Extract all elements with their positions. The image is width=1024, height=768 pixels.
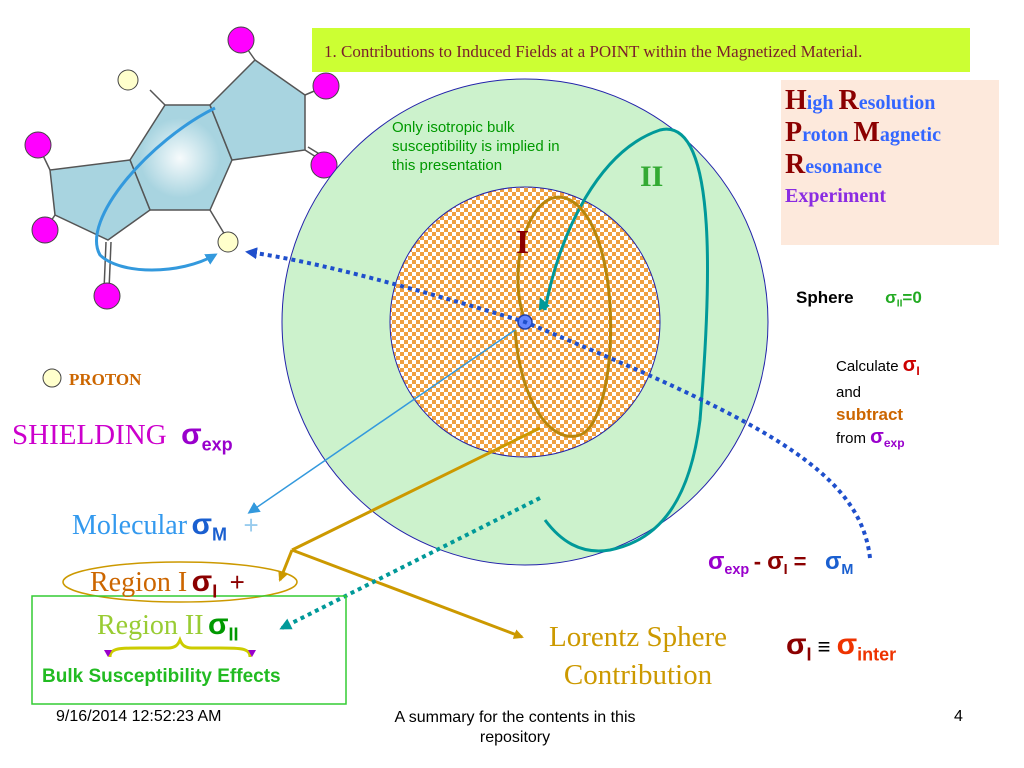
molecular-word: Molecular [72,510,188,541]
sphere-label: Sphere [796,288,854,307]
hrpmr-cap: H [785,85,807,116]
hrpmr-box: High Resolution Proton Magnetic Resonanc… [781,80,999,245]
sigma-symbol: σ [836,628,858,661]
page-number: 4 [954,708,963,725]
sigma-subscript: inter [857,644,897,665]
molecular-term: Molecular σM + [72,508,259,545]
sigma-symbol: σ [191,508,213,541]
equation-equivalence: σI ≡ σinter [786,628,896,665]
footer-summary-line: repository [479,729,551,746]
sigma-symbol: σ [181,418,202,451]
region-label-1: I [516,224,530,261]
sigma-subscript: I [212,581,218,602]
sigma-symbol: σ [207,608,229,641]
subtract-word: subtract [836,405,904,425]
shielding-label: SHIELDING σexp [12,418,233,455]
hrpmr-cap: P [785,117,803,148]
sigma-subscript: exp [201,434,233,455]
sigma-subscript: M [212,524,228,545]
hrpmr-line-1: High Resolution [785,86,999,118]
molecule-icon [24,26,340,310]
sigma-symbol: σ [786,628,807,661]
note-line: this presentation [392,157,503,174]
hrpmr-line-3: Resonance [785,150,999,182]
sigma-subscript: I [916,364,920,379]
sigma-symbol: σ [824,548,842,575]
footer-summary: A summary for the contents in this repos… [350,708,680,748]
shielding-word: SHIELDING [12,419,167,451]
plus-sign: + [243,510,259,540]
from-word: from [836,430,866,448]
hrpmr-cap: R [838,85,859,116]
hrpmr-word: roton [802,124,854,146]
proton-label: PROTON [69,370,142,389]
calculate-word: Calculate [836,358,899,375]
lorentz-line: Lorentz Sphere [549,621,727,653]
sigma-symbol: σ [870,426,884,449]
hrpmr-word: esonance [805,156,882,178]
sphere-condition: Sphere σII=0 [796,288,922,310]
sigma-symbol: σ [885,288,897,307]
and-word: and [836,384,862,402]
sigma-subscript: II [228,624,239,645]
hrpmr-word: esolution [858,92,936,114]
region1-word: Region I [90,567,188,598]
sphere-equals: =0 [902,288,922,307]
sigma-symbol: σ [902,354,917,376]
sigma-subscript: exp [724,562,750,579]
sigma-subscript: II [896,298,903,310]
equals-sign: = [787,549,807,574]
isotropic-note: Only isotropic bulk susceptibility is im… [392,118,560,175]
slide-title-text: 1. Contributions to Induced Fields at a … [324,42,863,61]
hrpmr-cap: R [785,149,806,180]
lorentz-line: Contribution [563,659,713,691]
sigma-subscript: exp [883,436,905,451]
region1-ellipse [62,561,298,603]
from-line: from σexp [836,426,920,454]
hrpmr-line-2: Proton Magnetic [785,118,999,150]
footer-timestamp: 9/16/2014 12:52:23 AM [56,708,222,725]
calculate-block: Calculate σI and subtract from σexp [836,354,920,454]
region-label-2: II [640,160,664,193]
equation-subtraction: σexp - σI = σM [708,548,853,578]
sigma-subscript: I [783,562,788,579]
sigma-subscript: I [806,644,812,665]
sigma-symbol: σ [191,565,213,598]
note-line: Only isotropic bulk [392,119,515,136]
region2-term: Region II σII [97,608,239,645]
footer-summary-line: A summary for the contents in this [394,709,636,726]
bulk-label: Bulk Susceptibility Effects [42,666,281,687]
sigma-symbol: σ [767,548,784,575]
lorentz-label: Lorentz Sphere Contribution [520,618,756,694]
hrpmr-word: agnetic [879,124,941,146]
plus-sign: + [229,567,245,597]
hrpmr-cap: M [853,117,880,148]
hrpmr-experiment: Experiment [785,185,887,207]
slide-title: 1. Contributions to Induced Fields at a … [312,28,970,72]
sigma-subscript: M [841,562,854,579]
minus-sign: - [753,549,768,574]
bulk-box [31,595,347,705]
hrpmr-word: igh [806,92,839,114]
note-line: susceptibility is implied in [392,138,560,155]
region1-term: Region I σI + [90,565,245,602]
equiv-sign: ≡ [811,634,837,659]
region2-word: Region II [97,610,204,641]
calculate-line: Calculate σI [836,354,920,382]
sigma-symbol: σ [708,548,725,575]
proton-legend-icon [42,368,62,388]
